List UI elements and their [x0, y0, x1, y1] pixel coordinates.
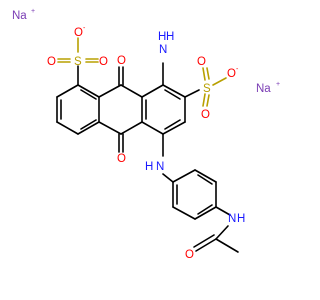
- structure-svg: Na + O - S O O O H H N S O O O - Na + O …: [12, 8, 280, 261]
- oxygen-anion-right: O: [227, 68, 236, 80]
- bond: [164, 89, 181, 100]
- bond: [194, 169, 217, 183]
- bond: [77, 84, 100, 98]
- sulfonyl-oxygen-right-a: O: [197, 56, 206, 68]
- amide-oxygen: O: [185, 249, 194, 261]
- bond: [197, 204, 213, 215]
- oxygen-anion-right-charge: -: [236, 66, 239, 73]
- amino-h-top: H: [158, 31, 166, 43]
- quinone-oxygen-bottom: O: [117, 153, 126, 165]
- bond: [197, 174, 213, 185]
- sulfur-left: S: [74, 56, 82, 68]
- bond: [56, 84, 79, 98]
- bond: [164, 119, 181, 130]
- bond: [162, 121, 186, 135]
- bond: [172, 169, 196, 183]
- bond: [202, 93, 206, 107]
- sulfonate-bonds: [57, 37, 227, 107]
- sulfonyl-oxygen-left-b: O: [99, 56, 108, 68]
- bond: [120, 84, 143, 98]
- bond: [193, 234, 215, 248]
- amino-nitrogen: N: [159, 44, 167, 56]
- bond: [215, 206, 231, 216]
- bond: [162, 84, 186, 98]
- anilino-nitrogen: N: [156, 161, 164, 173]
- bond: [215, 225, 229, 240]
- bond: [141, 121, 164, 135]
- bond: [194, 206, 217, 220]
- bond: [80, 119, 97, 130]
- bond: [212, 77, 227, 86]
- atom-labels: Na + O - S O O O H H N S O O O - Na + O …: [12, 8, 280, 261]
- bond: [206, 94, 210, 107]
- bond: [141, 84, 164, 98]
- bond: [162, 173, 174, 183]
- quinone-oxygen-top: O: [117, 55, 126, 67]
- amino-h-top-2: H: [166, 31, 174, 43]
- bond: [98, 84, 122, 98]
- sulfonyl-oxygen-left-a: O: [47, 56, 56, 68]
- bond: [80, 89, 97, 100]
- bond-lines: [56, 62, 239, 253]
- sodium-right-charge: +: [276, 81, 280, 88]
- amide-nitrogen: N: [228, 213, 236, 225]
- sodium-left-charge: +: [31, 8, 35, 15]
- sulfur-right: S: [203, 83, 211, 95]
- bond: [184, 89, 200, 98]
- bond: [202, 67, 206, 81]
- bond: [98, 121, 122, 135]
- oxygen-anion-left-charge: -: [83, 25, 86, 32]
- oxygen-anion-left: O: [74, 27, 83, 39]
- bond: [172, 206, 196, 220]
- sodium-right-label: Na: [256, 83, 271, 95]
- bond: [120, 121, 143, 135]
- sulfonyl-oxygen-right-b: O: [201, 109, 210, 121]
- bond: [56, 121, 79, 135]
- bond: [195, 238, 217, 252]
- amide-hydrogen: H: [237, 213, 245, 225]
- anilino-hydrogen: H: [145, 161, 153, 173]
- bond: [206, 67, 210, 80]
- sodium-left-label: Na: [12, 10, 27, 22]
- bond: [215, 238, 239, 253]
- bond: [77, 121, 100, 135]
- molecule-diagram: Na + O - S O O O H H N S O O O - Na + O …: [12, 8, 280, 261]
